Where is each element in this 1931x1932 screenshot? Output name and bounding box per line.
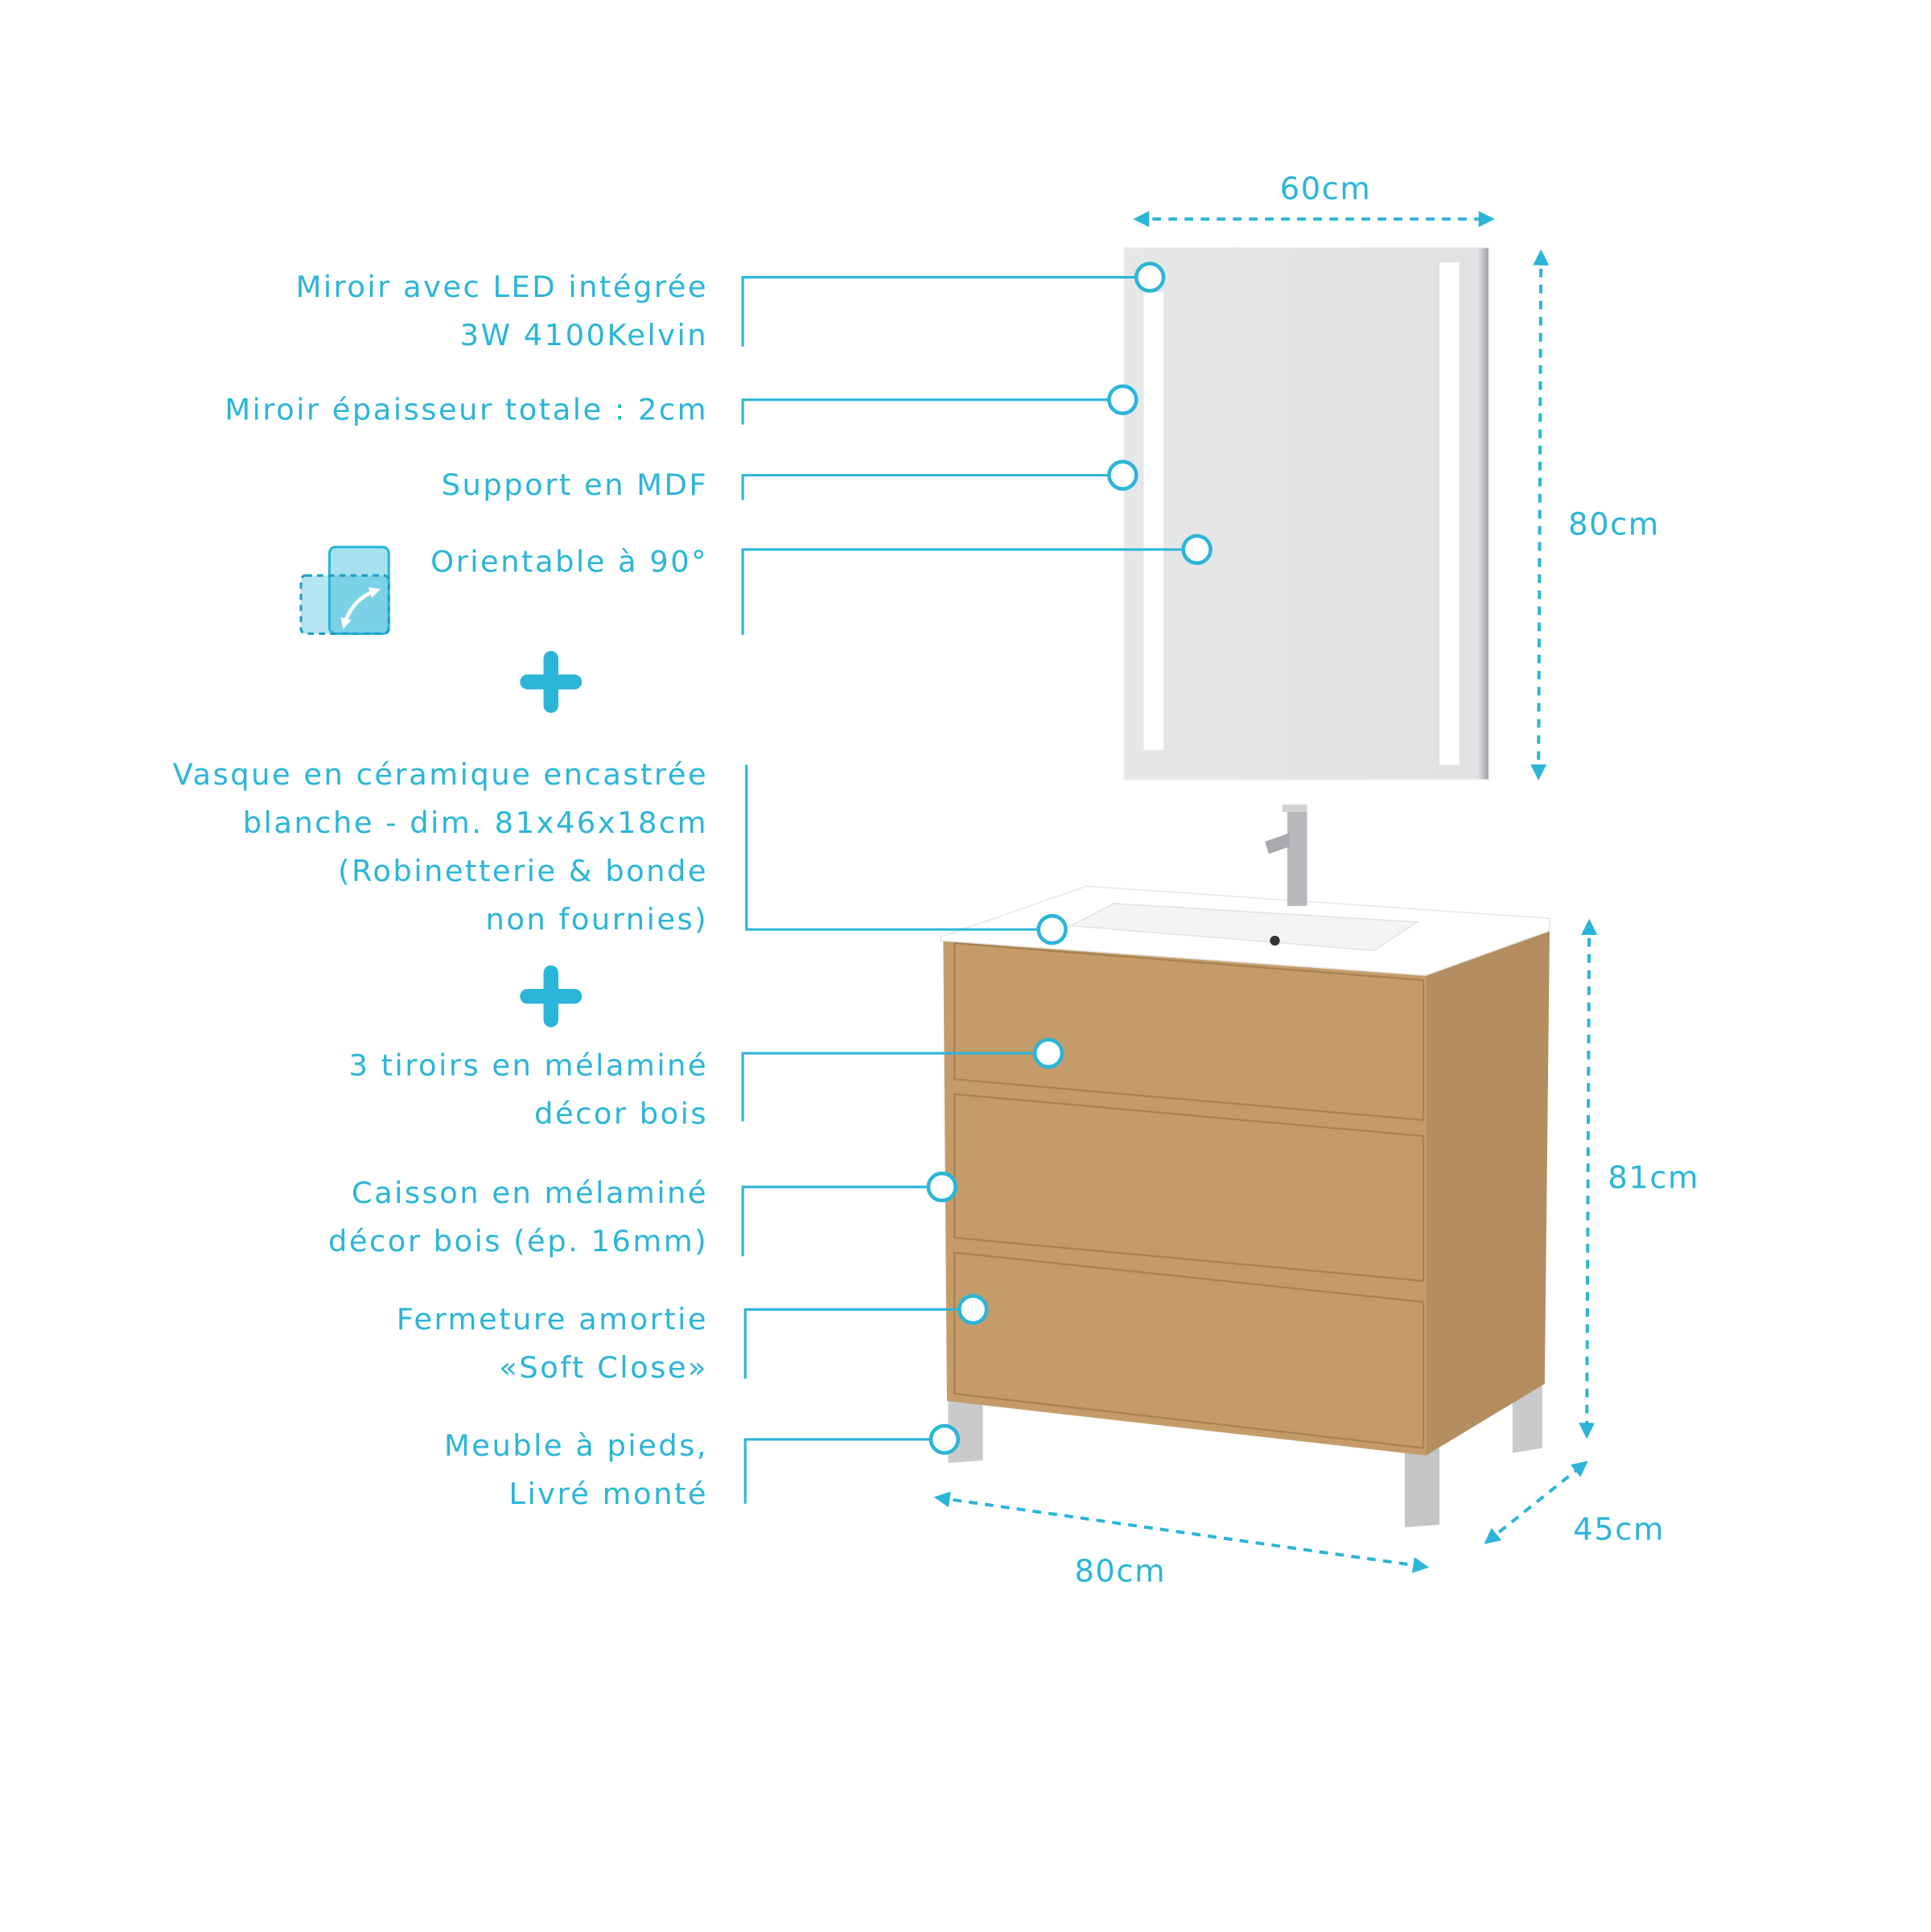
cabinet-depth-arrow bbox=[1484, 1460, 1588, 1544]
feature-label: Support en MDF bbox=[442, 468, 708, 502]
leg bbox=[1405, 1448, 1440, 1528]
feature-label: (Robinetterie & bonde bbox=[338, 854, 708, 888]
cabinet-width-arrow bbox=[933, 1491, 1430, 1573]
feature-label: blanche - dim. 81x46x18cm bbox=[243, 805, 708, 840]
feature-label: Miroir avec LED intégrée bbox=[296, 270, 709, 304]
callout-marker[interactable] bbox=[1181, 533, 1213, 566]
vanity-cabinet bbox=[940, 804, 1550, 1528]
faucet bbox=[1265, 804, 1307, 906]
feature-label: décor bois (ép. 16mm) bbox=[328, 1224, 708, 1258]
callout-leader-line bbox=[741, 548, 1197, 636]
feature-label: Caisson en mélaminé bbox=[352, 1176, 708, 1210]
feature-label: 3 tiroirs en mélaminé bbox=[348, 1048, 708, 1083]
callout-leader-line bbox=[743, 1308, 974, 1379]
cabinet-height-label: 81cm bbox=[1608, 1160, 1699, 1197]
callout-leader-line bbox=[743, 1438, 945, 1504]
feature-label: non fournies) bbox=[486, 902, 709, 937]
dimension-arrows bbox=[933, 211, 1598, 1573]
mirror-width-label: 60cm bbox=[1280, 171, 1372, 208]
led-strip-left bbox=[1143, 291, 1164, 751]
callout-leader-line bbox=[741, 276, 1151, 347]
feature-label: Meuble à pieds, bbox=[444, 1428, 708, 1463]
plus-icon bbox=[520, 651, 583, 713]
feature-label: Orientable à 90° bbox=[430, 545, 708, 579]
feature-label: Vasque en céramique encastrée bbox=[173, 757, 708, 792]
callout-marker[interactable] bbox=[1107, 384, 1138, 416]
led-strip-right bbox=[1439, 262, 1460, 765]
feature-label: Livré monté bbox=[508, 1477, 708, 1511]
callout-leader-line bbox=[741, 1052, 1049, 1122]
feature-label: décor bois bbox=[534, 1097, 708, 1131]
feature-label: Miroir épaisseur totale : 2cm bbox=[224, 392, 708, 426]
rotate-mirror-icon bbox=[299, 546, 390, 636]
callout-leader-line bbox=[745, 764, 1052, 931]
mirror bbox=[1123, 246, 1490, 781]
callout-marker[interactable] bbox=[928, 1423, 961, 1456]
plus-icon bbox=[520, 965, 583, 1028]
callout-marker[interactable] bbox=[1032, 1037, 1064, 1069]
callout-marker[interactable] bbox=[957, 1294, 989, 1325]
mirror-height-label: 80cm bbox=[1568, 506, 1660, 542]
drawer-1[interactable] bbox=[953, 941, 1425, 1122]
feature-label: «Soft Close» bbox=[499, 1350, 708, 1385]
cabinet-width-label: 80cm bbox=[1074, 1554, 1166, 1590]
callout-marker[interactable] bbox=[1107, 459, 1138, 491]
feature-label: Fermeture amortie bbox=[397, 1302, 708, 1337]
callout-marker[interactable] bbox=[926, 1171, 958, 1203]
cabinet-depth-label: 45cm bbox=[1573, 1511, 1665, 1547]
drawer-3[interactable] bbox=[953, 1251, 1425, 1449]
feature-label: 3W 4100Kelvin bbox=[460, 318, 708, 352]
mirror-height-arrow bbox=[1530, 249, 1550, 781]
callout-leader-line bbox=[741, 398, 1123, 425]
callout-leader-line bbox=[741, 474, 1123, 501]
cabinet-height-arrow bbox=[1579, 918, 1598, 1440]
callout-marker[interactable] bbox=[1134, 262, 1166, 293]
callout-marker[interactable] bbox=[1036, 913, 1068, 945]
callout-leader-line bbox=[741, 1185, 942, 1257]
